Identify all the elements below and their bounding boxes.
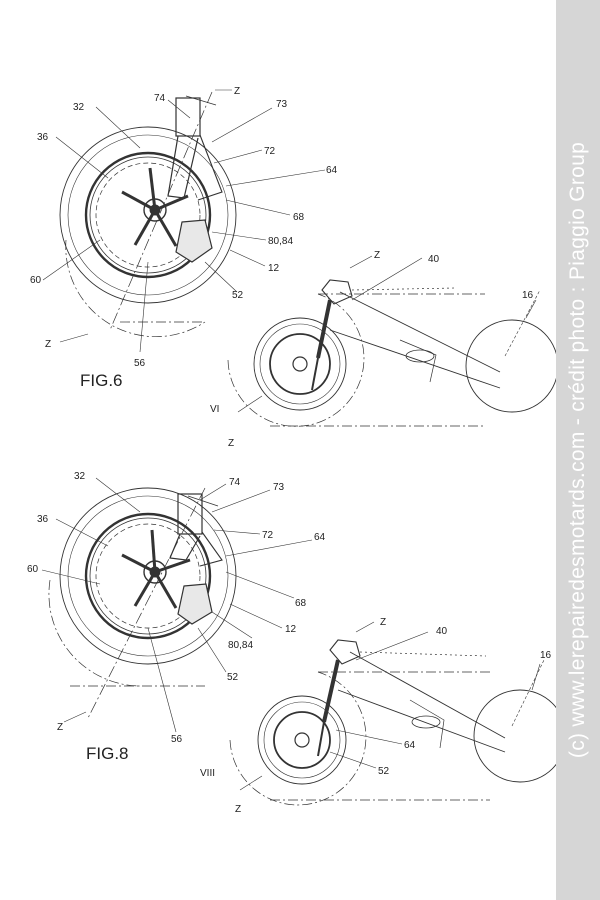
callout-label: 32: [73, 102, 85, 113]
callout-label: Z: [234, 86, 240, 97]
callout-label: 36: [37, 132, 49, 143]
callout-label: 40: [436, 626, 448, 637]
callout-label: 16: [540, 650, 552, 661]
figure-6: 74 Z 32 73 36 72 64 68 80,84 12 60 52 Z …: [30, 86, 556, 449]
callout-label: Z: [228, 438, 234, 449]
figure-title: FIG.8: [86, 744, 129, 763]
wheel-assembly-large: [59, 91, 237, 338]
callout-label: 56: [171, 734, 183, 745]
wheel-assembly-large: [48, 487, 237, 719]
callouts-small: [239, 621, 541, 791]
callouts-small: [237, 255, 537, 413]
callout-label: 12: [268, 263, 280, 274]
callout-label: 72: [264, 146, 276, 157]
callout-label: Z: [235, 804, 241, 815]
vehicle-side-view-small: [229, 639, 556, 806]
callout-label: 74: [229, 477, 241, 488]
vehicle-side-view-small: [227, 279, 556, 427]
callout-label: 64: [404, 740, 416, 751]
patent-drawing: 74 Z 32 73 36 72 64 68 80,84 12 60 52 Z …: [27, 86, 556, 815]
watermark-strip: [556, 0, 600, 900]
callout-label: 36: [37, 514, 49, 525]
callout-label: 68: [295, 598, 307, 609]
callout-label: 68: [293, 212, 305, 223]
figure-title: FIG.6: [80, 371, 123, 390]
callout-label: 74: [154, 93, 166, 104]
callout-label: 72: [262, 530, 274, 541]
callout-label: 12: [285, 624, 297, 635]
callout-label: 32: [74, 471, 86, 482]
callouts-large: [41, 477, 313, 733]
callout-label: 60: [30, 275, 42, 286]
callout-label: Z: [57, 722, 63, 733]
callout-label: 40: [428, 254, 440, 265]
callout-label: 56: [134, 358, 146, 369]
callouts-large: [42, 89, 326, 353]
callout-label: Z: [380, 617, 386, 628]
callout-label: 64: [314, 532, 326, 543]
callout-label: 73: [273, 482, 285, 493]
callout-label: 60: [27, 564, 39, 575]
callout-label: 80,84: [268, 236, 293, 247]
callout-label: 16: [522, 290, 534, 301]
callout-label: 80,84: [228, 640, 253, 651]
callout-label: 52: [378, 766, 390, 777]
figure-8: 74 32 73 36 72 64 60 68 80,84 12 52 Z 56…: [27, 471, 556, 815]
callout-label: 64: [326, 165, 338, 176]
callout-label: Z: [374, 250, 380, 261]
callout-label: Z: [45, 339, 51, 350]
view-marker: VI: [210, 404, 219, 415]
callout-label: 52: [232, 290, 244, 301]
callout-label: 73: [276, 99, 288, 110]
watermark-text: (c) www.lerepairedesmotards.com - crédit…: [566, 141, 589, 759]
callout-label: 52: [227, 672, 239, 683]
view-marker: VIII: [200, 768, 215, 779]
